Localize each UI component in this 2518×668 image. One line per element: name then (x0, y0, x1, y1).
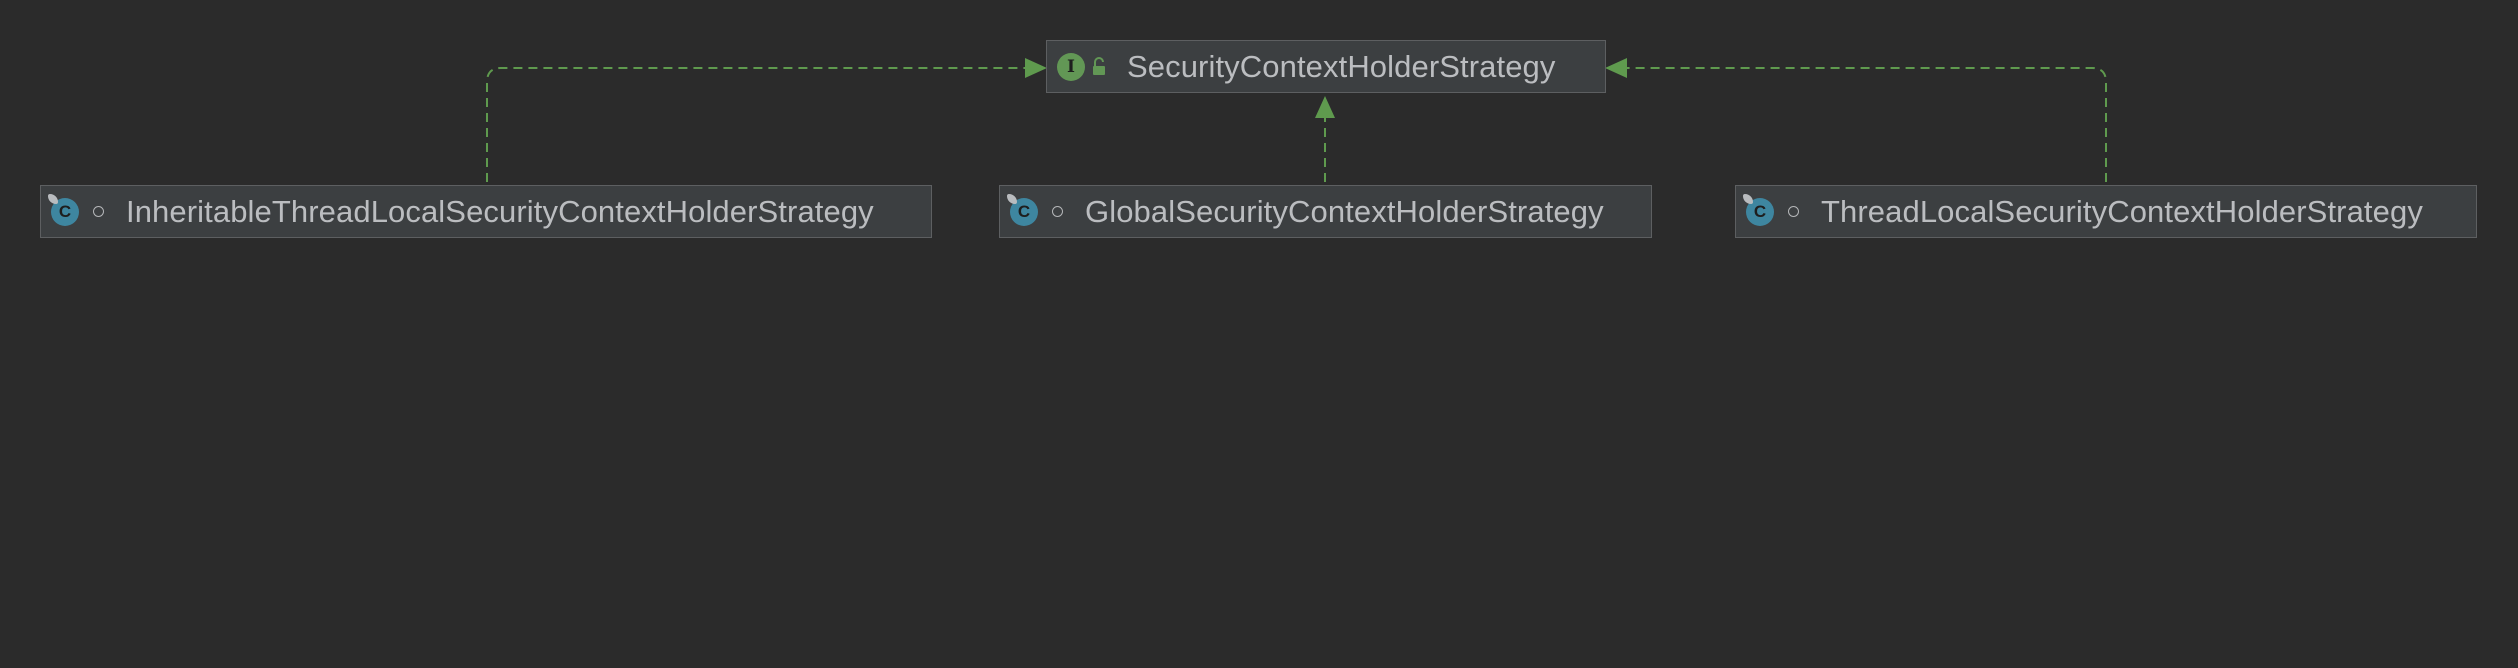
leaf-icon (1007, 193, 1017, 204)
leaf-icon (48, 193, 58, 204)
public-lock-icon (1093, 56, 1105, 75)
edge-inheritable-to-interface (486, 58, 1047, 182)
package-private-dot-icon (93, 206, 104, 217)
node-label: SecurityContextHolderStrategy (1127, 48, 1556, 84)
class-node-thread-local[interactable]: C ThreadLocalSecurityContextHolderStrate… (1735, 185, 2477, 238)
interface-icon: I (1057, 52, 1085, 81)
class-icon: C (1743, 193, 1774, 226)
interface-node-security-context-holder-strategy[interactable]: I SecurityContextHolderStrategy (1046, 40, 1606, 93)
edge-threadlocal-to-interface (1605, 58, 2107, 182)
package-private-dot-icon (1788, 206, 1799, 217)
node-label: InheritableThreadLocalSecurityContextHol… (126, 193, 874, 229)
class-icon: C (48, 193, 79, 226)
class-node-inheritable-thread-local[interactable]: C InheritableThreadLocalSecurityContextH… (40, 185, 932, 238)
node-label: GlobalSecurityContextHolderStrategy (1085, 193, 1604, 229)
class-node-global[interactable]: C GlobalSecurityContextHolderStrategy (999, 185, 1652, 238)
package-private-dot-icon (1052, 206, 1063, 217)
leaf-icon (1743, 193, 1753, 204)
class-icon: C (1007, 193, 1038, 226)
node-label: ThreadLocalSecurityContextHolderStrategy (1821, 193, 2423, 229)
